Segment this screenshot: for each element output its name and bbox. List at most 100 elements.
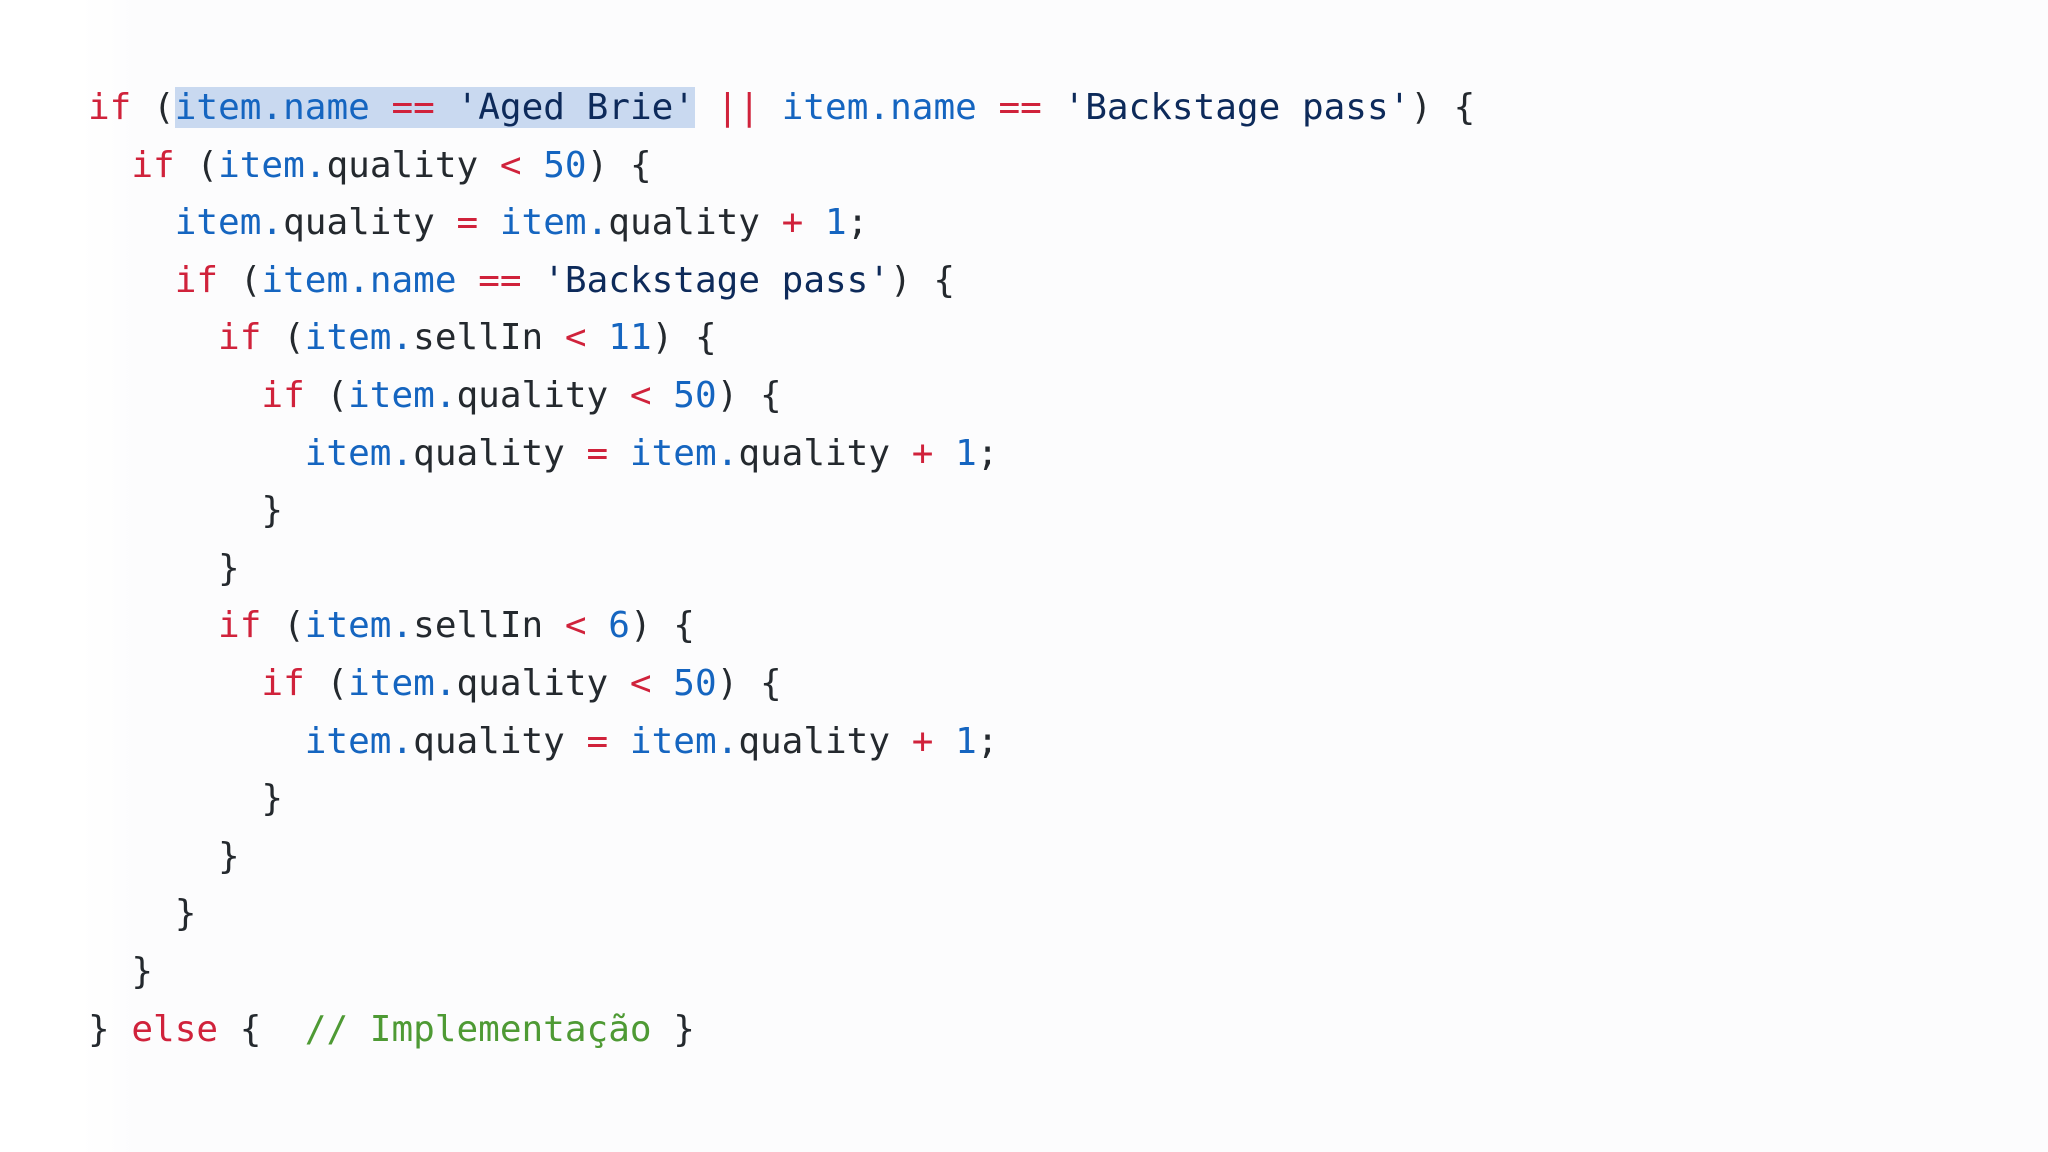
code-token: }	[88, 893, 197, 935]
code-line[interactable]: if (item.sellIn < 11) {	[88, 309, 1475, 367]
code-token	[88, 663, 261, 704]
code-token	[478, 202, 500, 243]
code-token: ||	[716, 87, 761, 128]
code-token: <	[564, 317, 587, 359]
code-token: (	[304, 374, 349, 416]
code-token: <	[629, 374, 652, 416]
code-token: }	[88, 835, 240, 877]
code-line[interactable]: }	[88, 540, 1475, 598]
code-token	[608, 721, 630, 762]
code-token	[88, 433, 305, 474]
code-token: 1	[825, 202, 847, 244]
code-token	[522, 260, 544, 301]
code-token: .	[716, 720, 739, 762]
code-token	[760, 87, 782, 128]
code-token: item	[218, 144, 305, 186]
code-token: quality	[738, 720, 891, 762]
code-token	[652, 375, 674, 416]
selected-code-token: .	[261, 87, 284, 128]
code-line[interactable]: }	[88, 770, 1475, 828]
code-token: =	[586, 720, 609, 762]
code-token: if	[218, 605, 262, 647]
code-token: if	[218, 317, 262, 359]
code-token: item	[261, 259, 349, 301]
code-token	[435, 202, 457, 243]
code-token: 'Backstage pass'	[1063, 87, 1411, 128]
code-token	[803, 202, 825, 243]
code-token: item	[629, 720, 717, 762]
code-token: ;	[846, 202, 869, 244]
code-token: item	[499, 202, 587, 244]
code-token	[695, 87, 717, 128]
code-token: 'Backstage pass'	[543, 259, 891, 301]
code-token: 50	[543, 144, 587, 186]
code-token: item	[348, 662, 435, 704]
code-token: sellIn	[413, 317, 544, 359]
code-token: (	[218, 259, 262, 301]
code-token: .	[261, 202, 284, 244]
code-token: .	[348, 259, 370, 301]
code-token: 1	[955, 720, 977, 762]
code-token: ;	[976, 432, 999, 474]
code-token: <	[629, 662, 652, 704]
code-token	[88, 260, 175, 301]
code-token: ) {	[651, 317, 717, 359]
code-token: =	[456, 202, 479, 244]
code-token: else	[131, 1008, 219, 1050]
code-line[interactable]: }	[88, 885, 1475, 943]
code-line[interactable]: }	[88, 828, 1475, 886]
code-line[interactable]: if (item.quality < 50) {	[88, 367, 1475, 425]
code-line[interactable]: }	[88, 943, 1475, 1001]
code-token: (	[174, 144, 219, 186]
code-line[interactable]: if (item.quality < 50) {	[88, 137, 1475, 195]
code-token: quality	[608, 202, 760, 244]
code-token: name	[890, 87, 977, 128]
code-token: ;	[976, 720, 999, 762]
code-token	[88, 202, 175, 243]
code-token	[890, 721, 912, 762]
code-token	[88, 721, 305, 762]
code-token: ) {	[586, 144, 652, 186]
code-token: .	[868, 87, 891, 128]
code-token: item	[304, 432, 392, 474]
code-token: .	[391, 432, 414, 474]
code-token: 6	[608, 605, 630, 647]
code-token: item	[304, 605, 392, 647]
code-line[interactable]: item.quality = item.quality + 1;	[88, 425, 1475, 483]
code-line[interactable]: }	[88, 482, 1475, 540]
code-token	[608, 433, 630, 474]
code-token: ) {	[716, 374, 782, 416]
code-line[interactable]: if (item.quality < 50) {	[88, 655, 1475, 713]
code-token: 1	[955, 432, 977, 474]
code-token	[88, 605, 218, 646]
code-token	[457, 260, 479, 301]
code-line[interactable]: item.quality = item.quality + 1;	[88, 713, 1475, 771]
code-token: {	[218, 1008, 305, 1050]
code-token	[522, 145, 544, 186]
code-token: item	[174, 202, 262, 244]
code-line[interactable]: } else { // Implementação }	[88, 1001, 1475, 1059]
code-line[interactable]: item.quality = item.quality + 1;	[88, 194, 1475, 252]
code-token: .	[434, 662, 457, 704]
code-token: (	[261, 317, 305, 359]
code-token: 11	[608, 317, 652, 359]
code-token	[608, 375, 630, 416]
code-token: quality	[456, 662, 609, 704]
selected-code-token: 'Aged Brie'	[456, 87, 695, 128]
code-token: sellIn	[413, 605, 544, 647]
code-token	[88, 317, 218, 358]
code-token: (	[131, 87, 175, 128]
code-token	[760, 202, 782, 243]
code-token: .	[434, 374, 457, 416]
code-line[interactable]: if (item.name == 'Backstage pass') {	[88, 252, 1475, 310]
code-token: .	[716, 432, 739, 474]
code-token: name	[369, 259, 457, 301]
code-line[interactable]: if (item.name == 'Aged Brie' || item.nam…	[88, 79, 1475, 137]
code-token	[890, 433, 912, 474]
code-token: quality	[413, 720, 565, 762]
code-token: (	[261, 605, 305, 647]
code-line[interactable]: if (item.sellIn < 6) {	[88, 597, 1475, 655]
code-block[interactable]: if (item.name == 'Aged Brie' || item.nam…	[88, 79, 1475, 1058]
code-token	[933, 433, 955, 474]
